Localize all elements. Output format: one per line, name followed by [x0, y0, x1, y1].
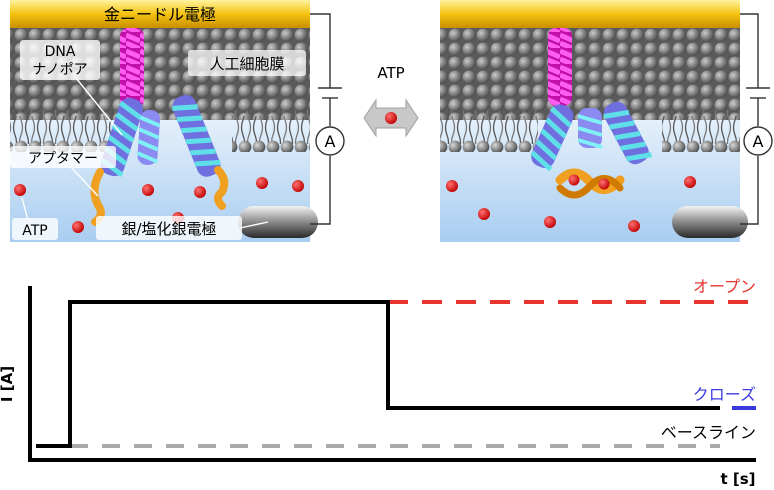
panel-left: 金ニードル電極 DNA ナノポア 人工細胞膜 アプタマー ATP 銀/塩化銀電極	[10, 0, 318, 242]
atp-molecule	[194, 186, 206, 198]
leader-atp	[21, 197, 29, 221]
atp-molecule	[598, 178, 610, 190]
circuit-left	[310, 13, 342, 225]
atp-molecule	[446, 180, 458, 192]
label-atp-arrow: ATP	[377, 64, 404, 82]
atp-molecule	[568, 174, 580, 186]
atp-molecule	[684, 176, 696, 188]
svg-text:銀/塩化銀電極: 銀/塩化銀電極	[121, 220, 216, 238]
legend-open: オープン	[693, 277, 756, 296]
leader-aptamer	[69, 165, 99, 197]
label-dna-nanopore: DNA ナノポア	[20, 40, 100, 80]
label-gold-electrode: 金ニードル電極	[104, 5, 216, 24]
label-artificial-membrane: 人工細胞膜	[188, 50, 306, 76]
legend-baseline: ベースライン	[661, 423, 756, 442]
leader-nanopore	[75, 77, 123, 136]
aptamer-left-b	[214, 166, 229, 210]
ammeter-left: A	[315, 126, 345, 156]
gold-electrode-right	[440, 0, 740, 28]
atp-molecule	[256, 177, 268, 189]
atp-molecule	[478, 208, 490, 220]
svg-text:ATP: ATP	[22, 223, 47, 239]
svg-text:A: A	[753, 132, 764, 151]
atp-molecule	[72, 221, 84, 233]
x-axis-label: t [s]	[720, 470, 755, 488]
atp-molecule	[142, 184, 154, 196]
label-atp-left: ATP	[12, 218, 58, 240]
svg-text:A: A	[325, 132, 336, 151]
svg-text:アプタマー: アプタマー	[28, 151, 98, 167]
svg-text:金ニードル電極: 金ニードル電極	[104, 5, 216, 24]
panel-right	[440, 0, 748, 242]
legend-closed: クローズ	[693, 385, 756, 404]
gold-electrode-left	[10, 0, 310, 28]
helix-right	[548, 28, 572, 106]
atp-molecule	[14, 184, 26, 196]
silver-electrode-left	[238, 206, 318, 238]
svg-text:DNA: DNA	[45, 44, 76, 60]
leader-silver	[239, 221, 269, 229]
current-graph: I [A] t [s] オープン クローズ ベースライン	[0, 277, 756, 488]
svg-text:ナノポア: ナノポア	[32, 62, 87, 78]
label-silver-electrode: 銀/塩化銀電極	[96, 216, 242, 240]
atp-molecule	[292, 180, 304, 192]
ammeter-right: A	[743, 126, 773, 156]
dna-nanopore-right	[530, 101, 652, 172]
aptamer-right-b	[556, 175, 624, 199]
label-aptamer: アプタマー	[10, 146, 116, 168]
svg-text:人工細胞膜: 人工細胞膜	[209, 55, 284, 73]
y-axis-label: I [A]	[0, 366, 16, 402]
atp-molecule	[628, 220, 640, 232]
atp-molecule	[544, 216, 556, 228]
current-trace	[36, 300, 720, 448]
atp-molecule	[385, 112, 397, 124]
circuit-right	[740, 13, 770, 225]
silver-electrode-right	[672, 206, 748, 238]
helix-left	[120, 28, 144, 108]
atp-transition-arrow: ATP	[363, 64, 419, 138]
